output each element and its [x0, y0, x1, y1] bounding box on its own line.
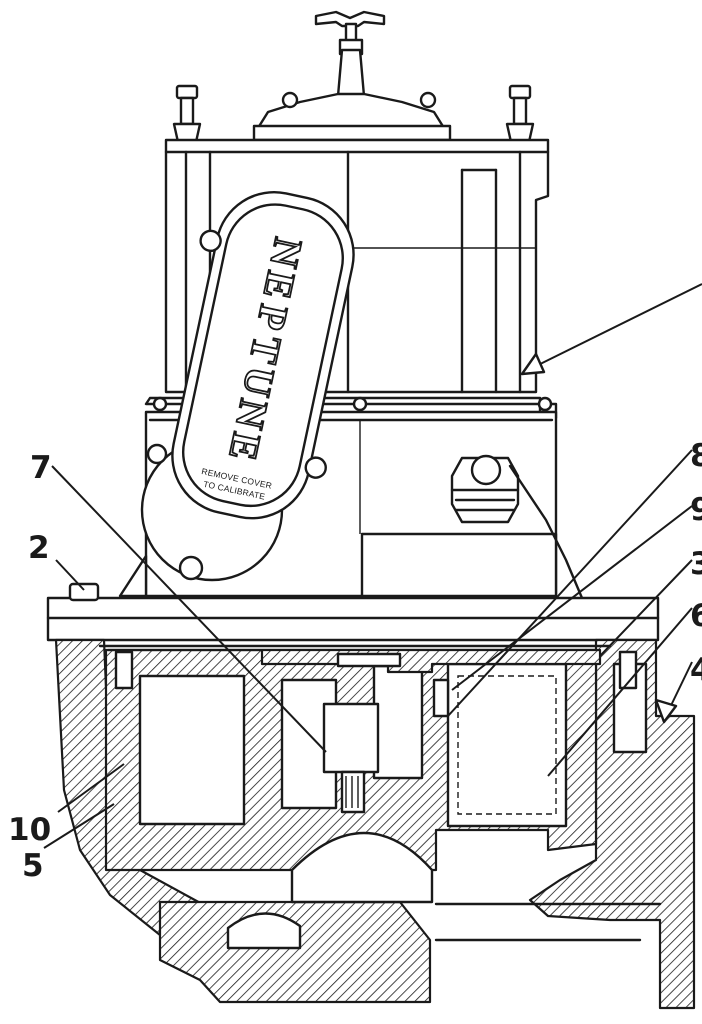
meter-body-casing [54, 638, 696, 1010]
leader-10 [57, 763, 125, 813]
callout-3: 3 [690, 546, 702, 582]
leader-7 [51, 465, 327, 753]
cover-flange [46, 582, 660, 642]
callout-2: 2 [28, 530, 50, 566]
arrowhead-1 [520, 352, 546, 376]
callout-8: 8 [690, 438, 702, 474]
callout-4: 4 [690, 652, 702, 688]
callout-10: 10 [8, 812, 51, 848]
piston-spindle [322, 702, 380, 814]
outlet-fitting [450, 454, 584, 600]
top-plate [98, 644, 638, 718]
leader-6 [547, 607, 693, 777]
callout-labels: 7 2 10 5 8 9 3 6 4 [8, 438, 702, 884]
leader-3 [599, 559, 693, 657]
leader-1 [523, 283, 702, 373]
arrowhead-4 [654, 698, 678, 724]
nameplate: N E P T U N E REMOVE COVER TO CALIBRATE [171, 191, 355, 520]
callout-6: 6 [690, 598, 702, 634]
leader-9 [451, 505, 693, 691]
calibration-handwheel [314, 10, 386, 56]
callout-leaders [43, 283, 702, 849]
top-dome-cover [252, 48, 452, 142]
cap-screws-top [172, 84, 535, 144]
leader-5 [43, 803, 115, 849]
leader-8 [447, 449, 693, 717]
callout-9: 9 [690, 492, 702, 528]
leader-2 [55, 559, 85, 591]
callout-7: 7 [30, 450, 52, 486]
callout-5: 5 [22, 848, 44, 884]
